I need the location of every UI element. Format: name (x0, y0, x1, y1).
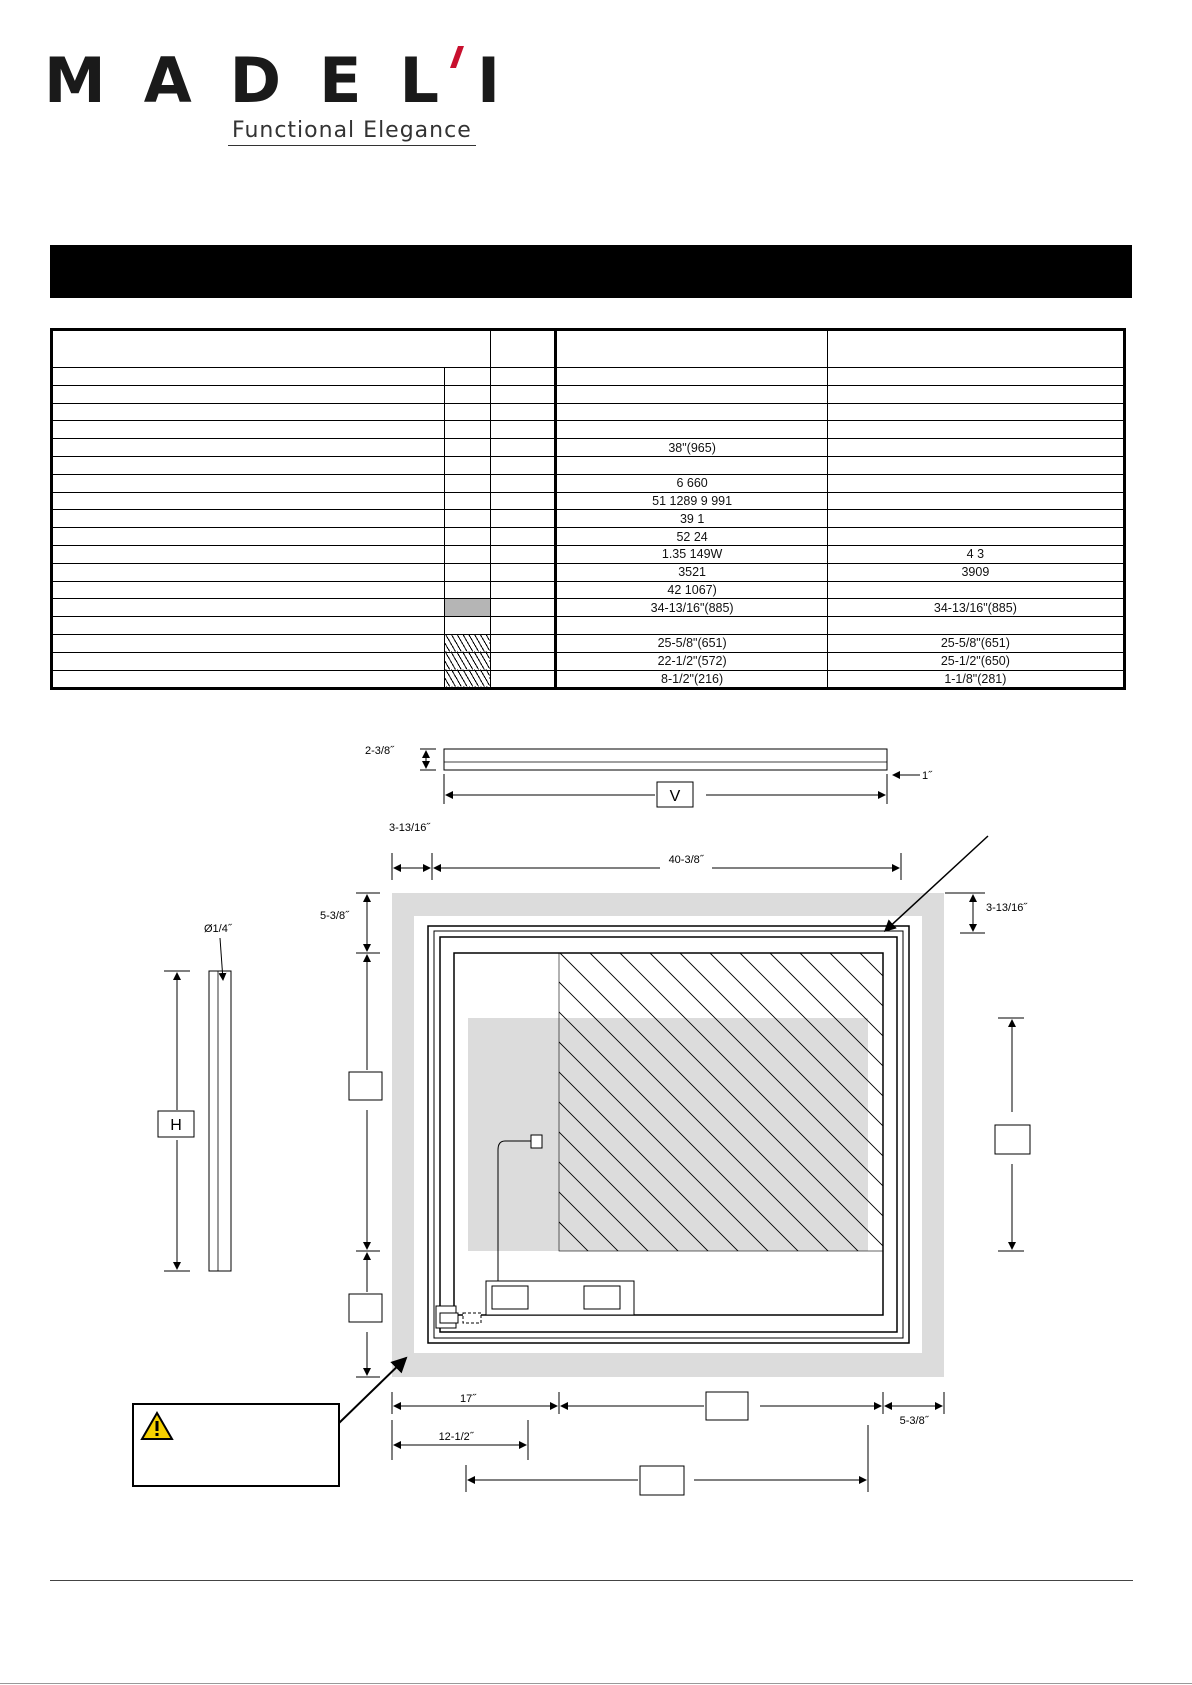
footer-divider (50, 1580, 1133, 1581)
dim-3-13-16-right: 3-13/16˝ (986, 902, 1028, 914)
label-box-v (656, 781, 694, 808)
brand-tagline: Functional Elegance (228, 118, 476, 146)
table-row: 25-5/8"(651)25-5/8"(651) (51, 633, 1126, 653)
dim-top-depth: 1˝ (922, 770, 933, 782)
warning-triangle-icon (140, 1411, 174, 1440)
table-cell: 1.35 149W (554, 544, 828, 564)
label-h: H (170, 1117, 182, 1134)
warning-box (132, 1403, 340, 1487)
dim-3-13-16: 3-13/16˝ (389, 822, 431, 834)
table-row (51, 616, 1126, 635)
table-row: 6 660 (51, 473, 1126, 493)
title-bar (50, 245, 1132, 298)
label-box-b (348, 1293, 383, 1323)
brand-logo: MADELI (44, 44, 539, 117)
table-row: 8-1/2"(216)1-1/8"(281) (51, 669, 1126, 690)
label-box-h (157, 1110, 195, 1138)
table-row: 51 1289 9 991 (51, 491, 1126, 511)
swatch-cell (443, 669, 491, 690)
label-box-d (639, 1465, 685, 1496)
mirror-hatch-zone (558, 952, 884, 1252)
label-box-w (705, 1391, 749, 1421)
table-cell: 52 24 (554, 527, 828, 546)
table-row: 39 1 (51, 509, 1126, 529)
table-cell: 1-1/8"(281) (826, 669, 1126, 690)
table-row (51, 402, 1126, 422)
table-row: 52 24 (51, 527, 1126, 546)
dim-5-3-8-bottom: 5-3/8˝ (900, 1415, 930, 1427)
dim-5-3-8-left: 5-3/8˝ (320, 910, 350, 922)
swatch-cell (443, 651, 491, 671)
table-row (51, 384, 1126, 404)
swatch-cell (443, 633, 491, 653)
dim-top-height: 2-3/8˝ (365, 745, 395, 757)
swatch-cell (443, 598, 491, 618)
table-row: 42 1067) (51, 580, 1126, 600)
switch-sensor (530, 1134, 543, 1149)
table-row: 22-1/2"(572)25-1/2"(650) (51, 651, 1126, 671)
top-view-bar (443, 748, 888, 771)
dim-17: 17˝ (460, 1393, 477, 1405)
dim-hole: Ø1/4˝ (204, 923, 233, 935)
side-profile (208, 970, 232, 1272)
table-header-row (51, 329, 1126, 368)
page-bottom-edge (0, 1683, 1192, 1684)
dim-12-1-2: 12-1/2˝ (439, 1431, 475, 1443)
table-cell (51, 669, 445, 690)
label-box-c (994, 1124, 1031, 1155)
table-row (51, 420, 1126, 440)
table-row (51, 455, 1126, 475)
dim-40-3-8: 40-3/8˝ (669, 854, 705, 866)
cabinet-zone (468, 1018, 868, 1251)
label-box-a (348, 1071, 383, 1101)
table-cell: 8-1/2"(216) (554, 669, 828, 690)
label-v: V (670, 788, 681, 805)
